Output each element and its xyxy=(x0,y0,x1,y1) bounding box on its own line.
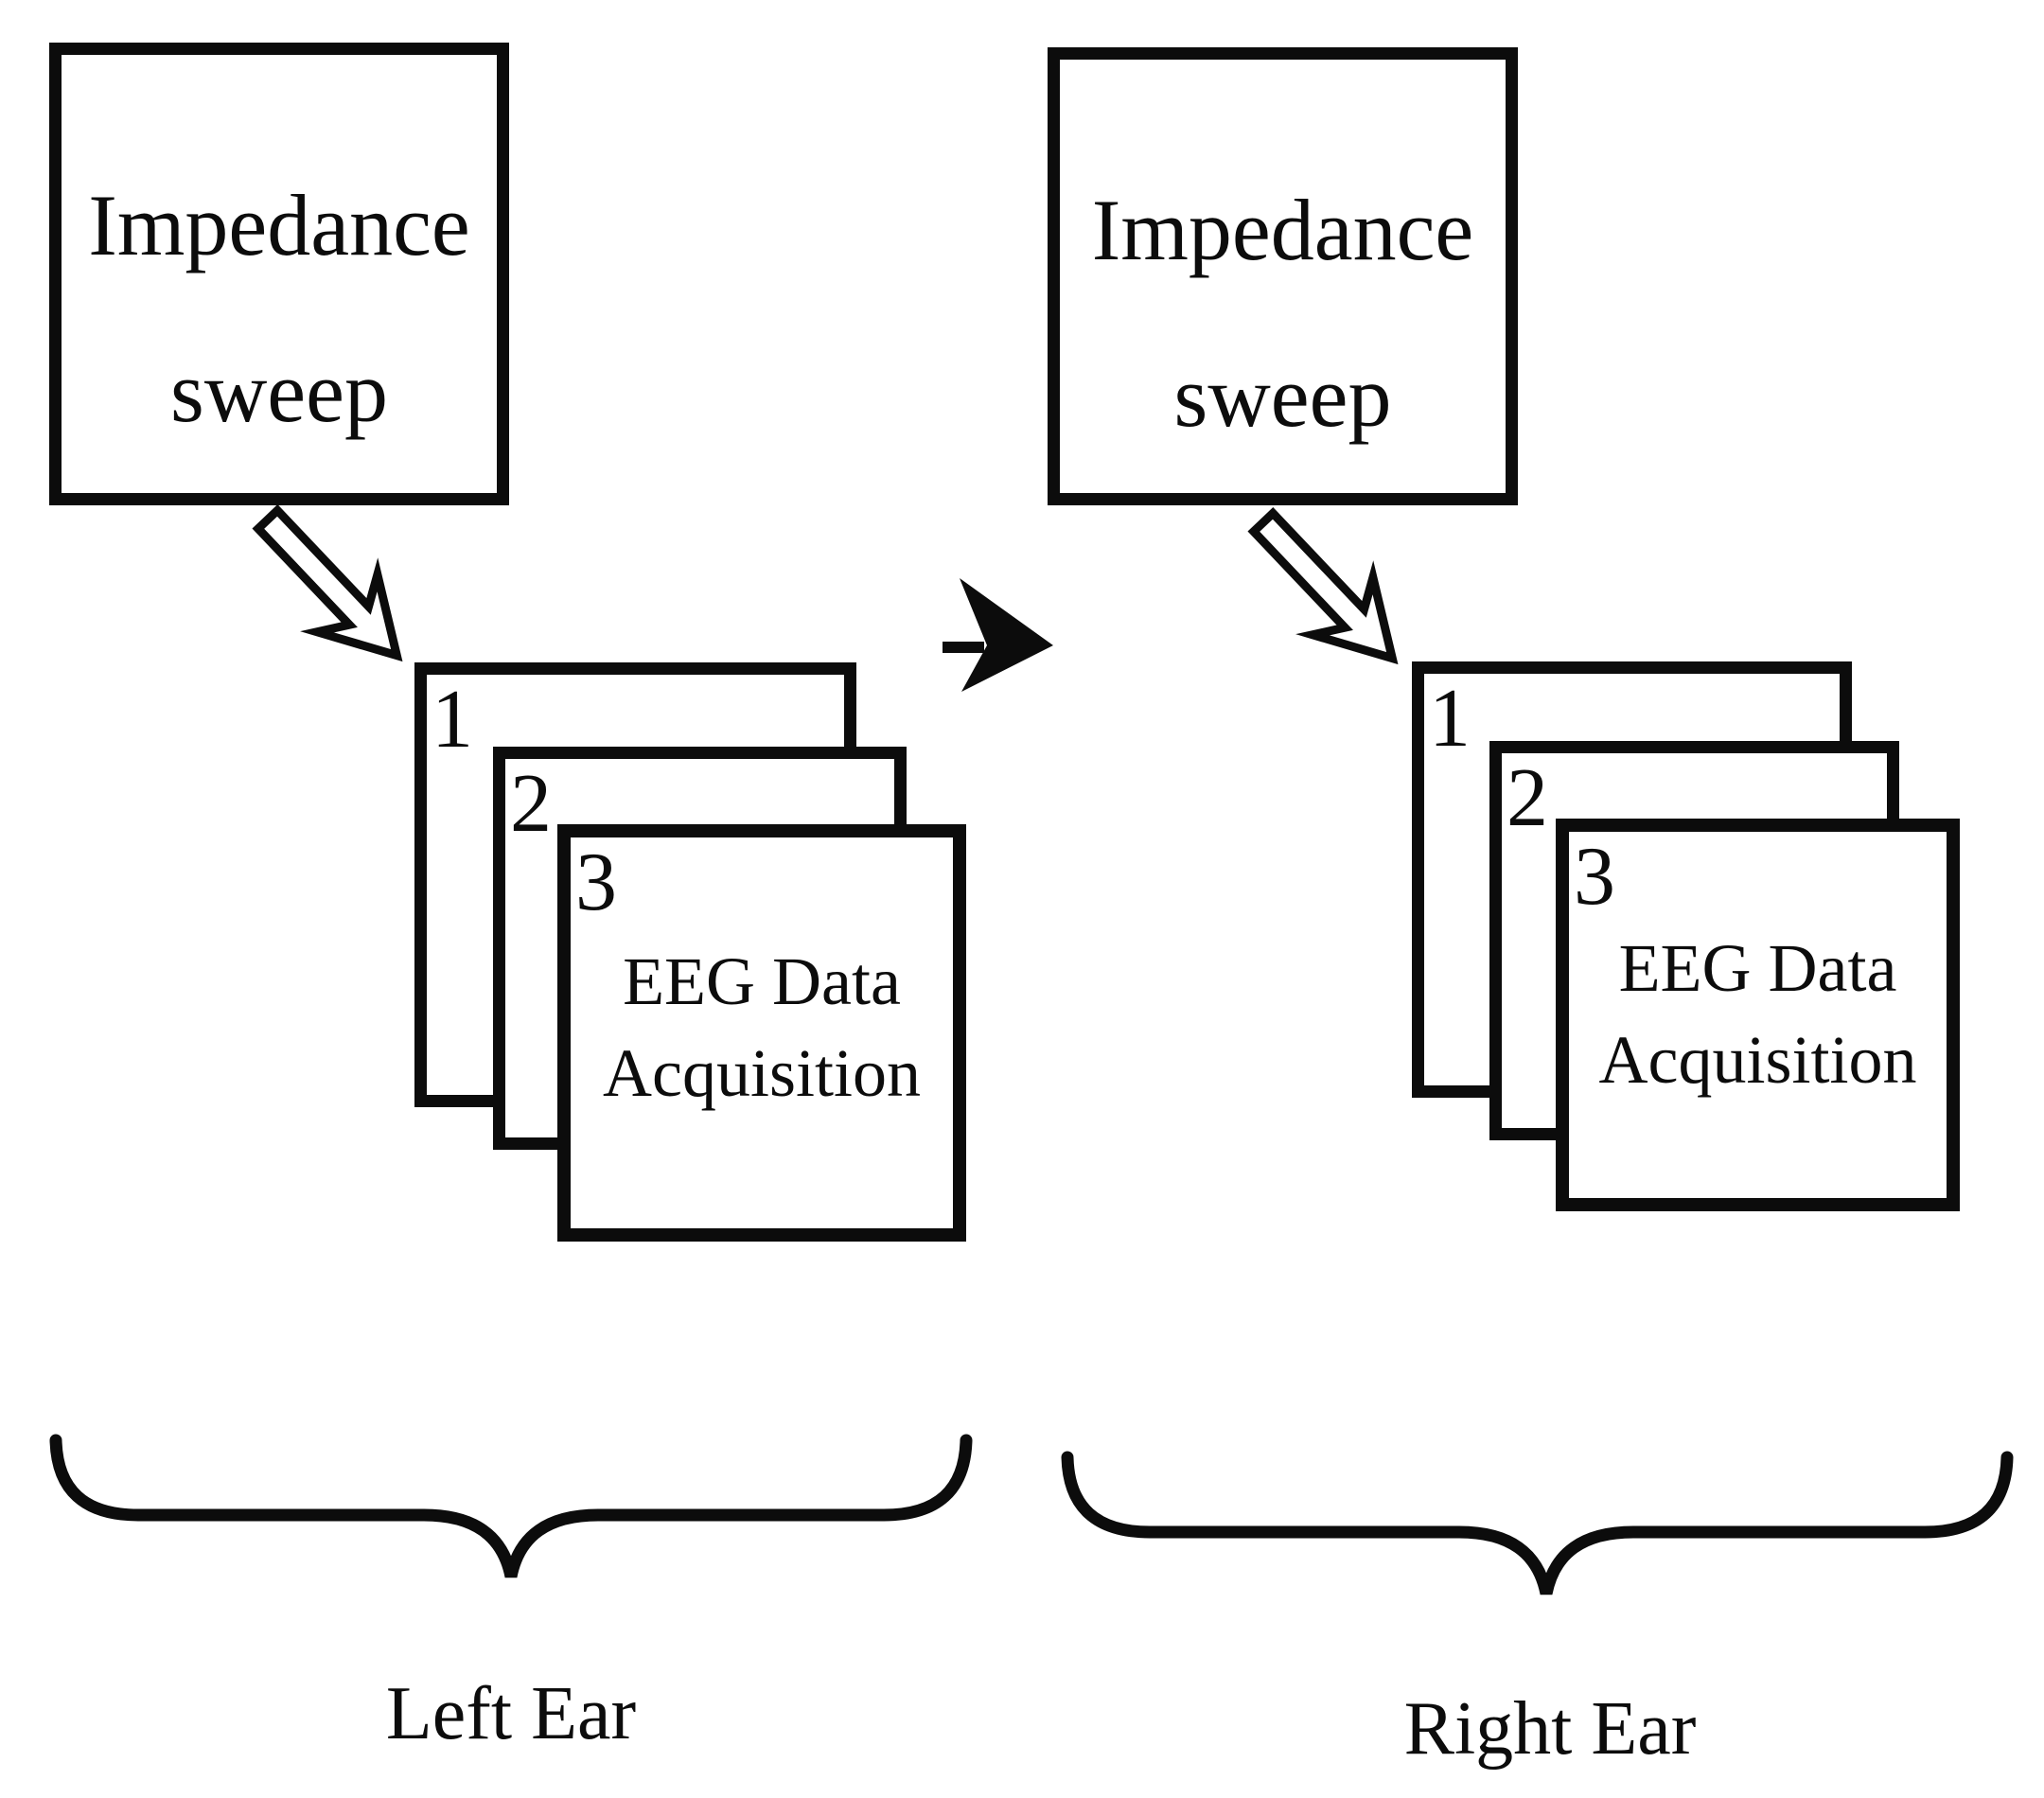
trial-number: 2 xyxy=(1507,752,1548,844)
eeg-data-acquisition-label: EEG Data Acquisition xyxy=(1598,930,1917,1098)
impedance-to-trials-arrow-icon xyxy=(252,504,403,662)
left-ear-brace xyxy=(49,1434,973,1578)
impedance-sweep-box-left: Impedance sweep xyxy=(49,43,509,505)
next-ear-arrow-icon xyxy=(943,578,1053,692)
trial-number: 3 xyxy=(1574,831,1615,923)
impedance-box-line2: sweep xyxy=(1173,348,1392,445)
left-ear-label: Left Ear xyxy=(385,1672,637,1755)
impedance-box-line1: Impedance xyxy=(1091,182,1474,278)
impedance-sweep-box-right: Impedance sweep xyxy=(1048,47,1518,505)
impedance-box-line2: sweep xyxy=(170,344,388,440)
trial-number: 2 xyxy=(510,758,552,850)
trial-number: 3 xyxy=(575,837,617,928)
trial-number: 1 xyxy=(432,674,473,766)
trial-number: 1 xyxy=(1429,673,1471,765)
trial-card-3-right: 3 EEG Data Acquisition xyxy=(1556,819,1960,1211)
impedance-to-trials-arrow-icon xyxy=(1247,507,1399,665)
trial-card-3-left: 3 EEG Data Acquisition xyxy=(557,824,966,1242)
impedance-box-line1: Impedance xyxy=(88,177,470,273)
eeg-data-acquisition-label: EEG Data Acquisition xyxy=(603,943,921,1111)
right-ear-brace xyxy=(1061,1451,2014,1595)
right-ear-label: Right Ear xyxy=(1403,1687,1697,1771)
